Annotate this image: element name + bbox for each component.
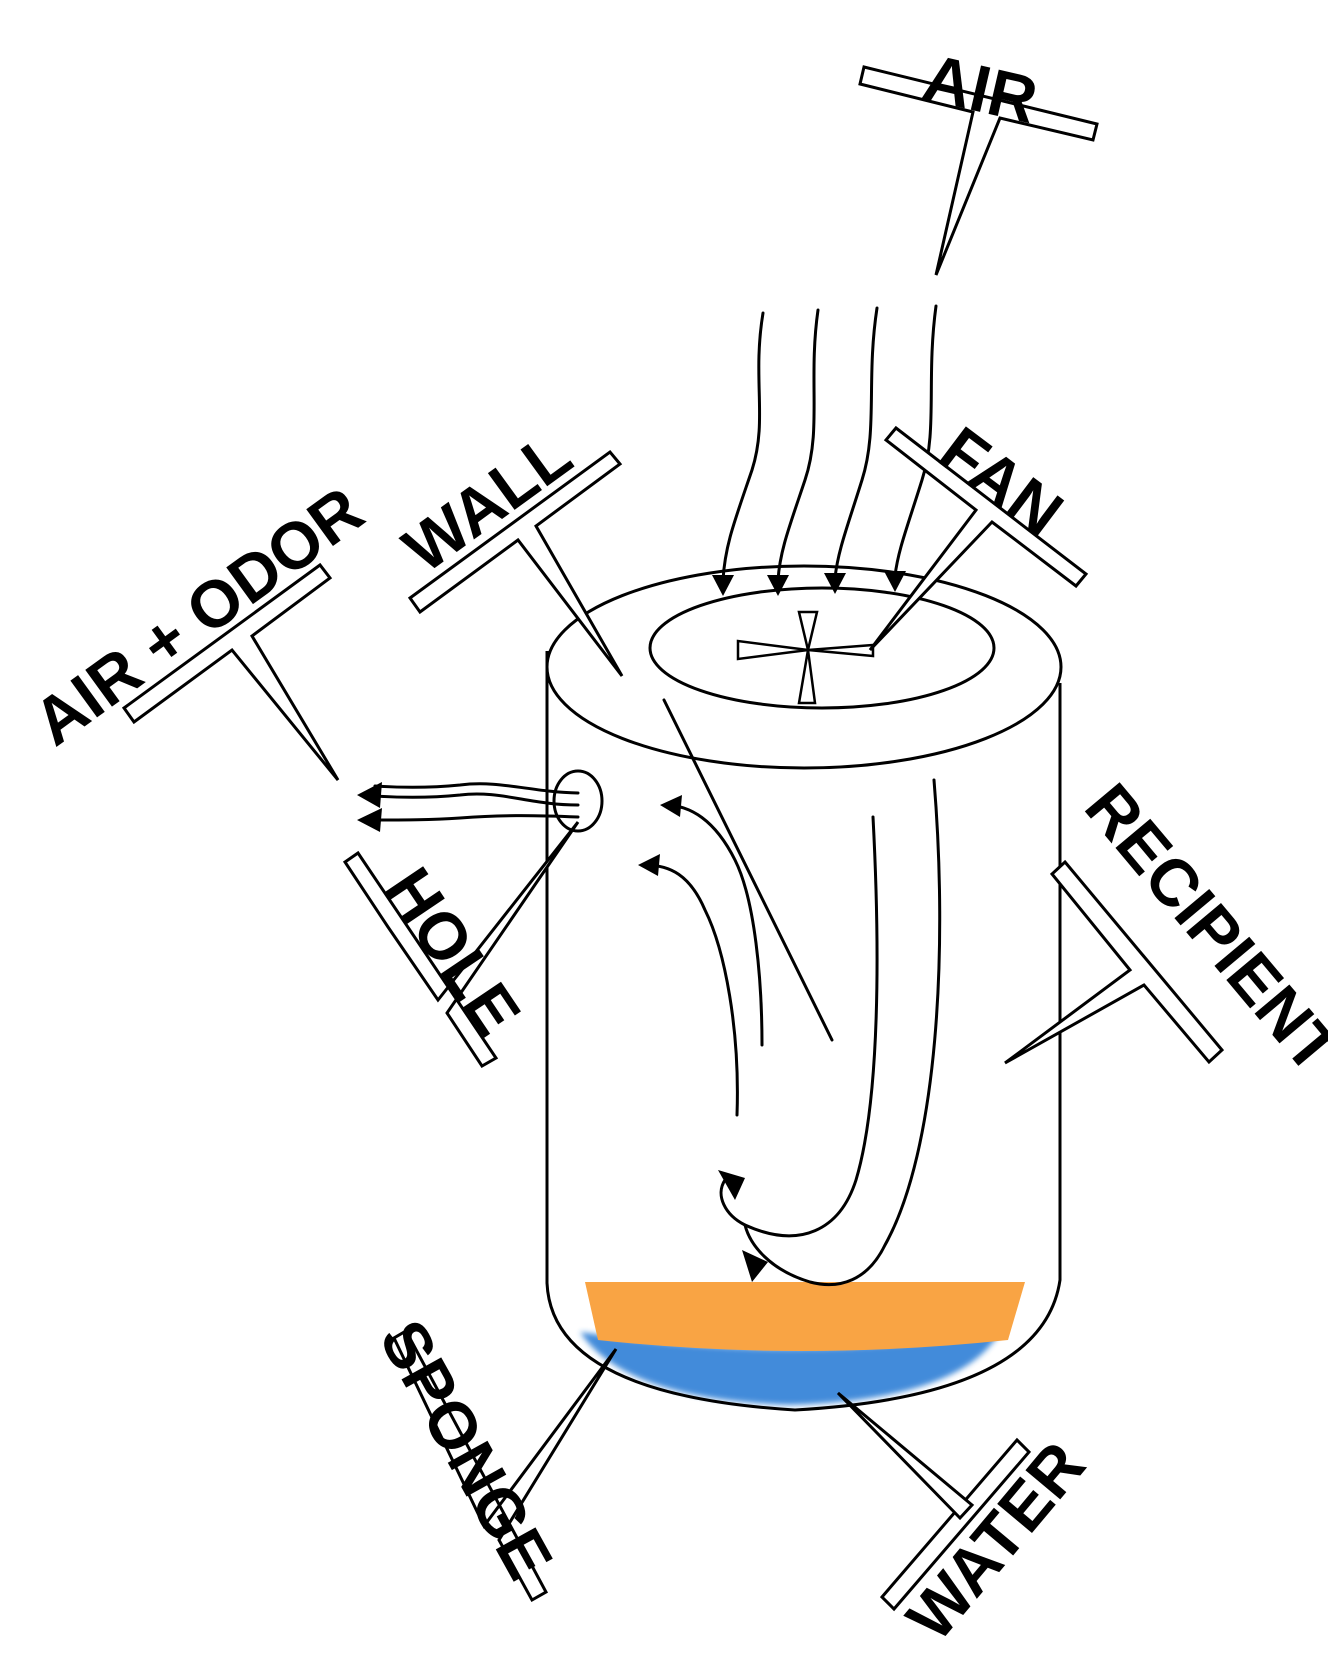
cylinder-outline — [545, 651, 1062, 1412]
water-layer — [580, 1332, 1000, 1405]
cylinder-top-rim — [545, 564, 1063, 770]
recipient-body — [545, 564, 1063, 1412]
label-water: WATER — [892, 1428, 1099, 1654]
label-air-odor: AIR + ODOR — [20, 472, 376, 759]
callout-wall: WALL — [390, 417, 624, 677]
fan-opening — [648, 586, 996, 710]
incoming-air-flow — [712, 304, 938, 596]
hole-and-exhaust — [357, 769, 604, 833]
callout-sponge: SPONGE — [366, 1308, 618, 1603]
callout-air-odor: AIR + ODOR — [20, 472, 376, 781]
sponge-layer — [585, 1282, 1025, 1351]
label-air: AIR — [917, 40, 1044, 138]
internal-air-circulation — [638, 698, 942, 1287]
callout-fan: FAN — [868, 412, 1089, 652]
label-sponge: SPONGE — [366, 1308, 568, 1591]
fan-icon — [736, 610, 875, 705]
callout-air: AIR — [858, 40, 1099, 276]
callout-water: WATER — [836, 1391, 1099, 1654]
hole — [552, 769, 604, 833]
callout-recipient: RECIPIENT — [1004, 769, 1328, 1087]
callout-hole: HOLE — [342, 821, 580, 1069]
